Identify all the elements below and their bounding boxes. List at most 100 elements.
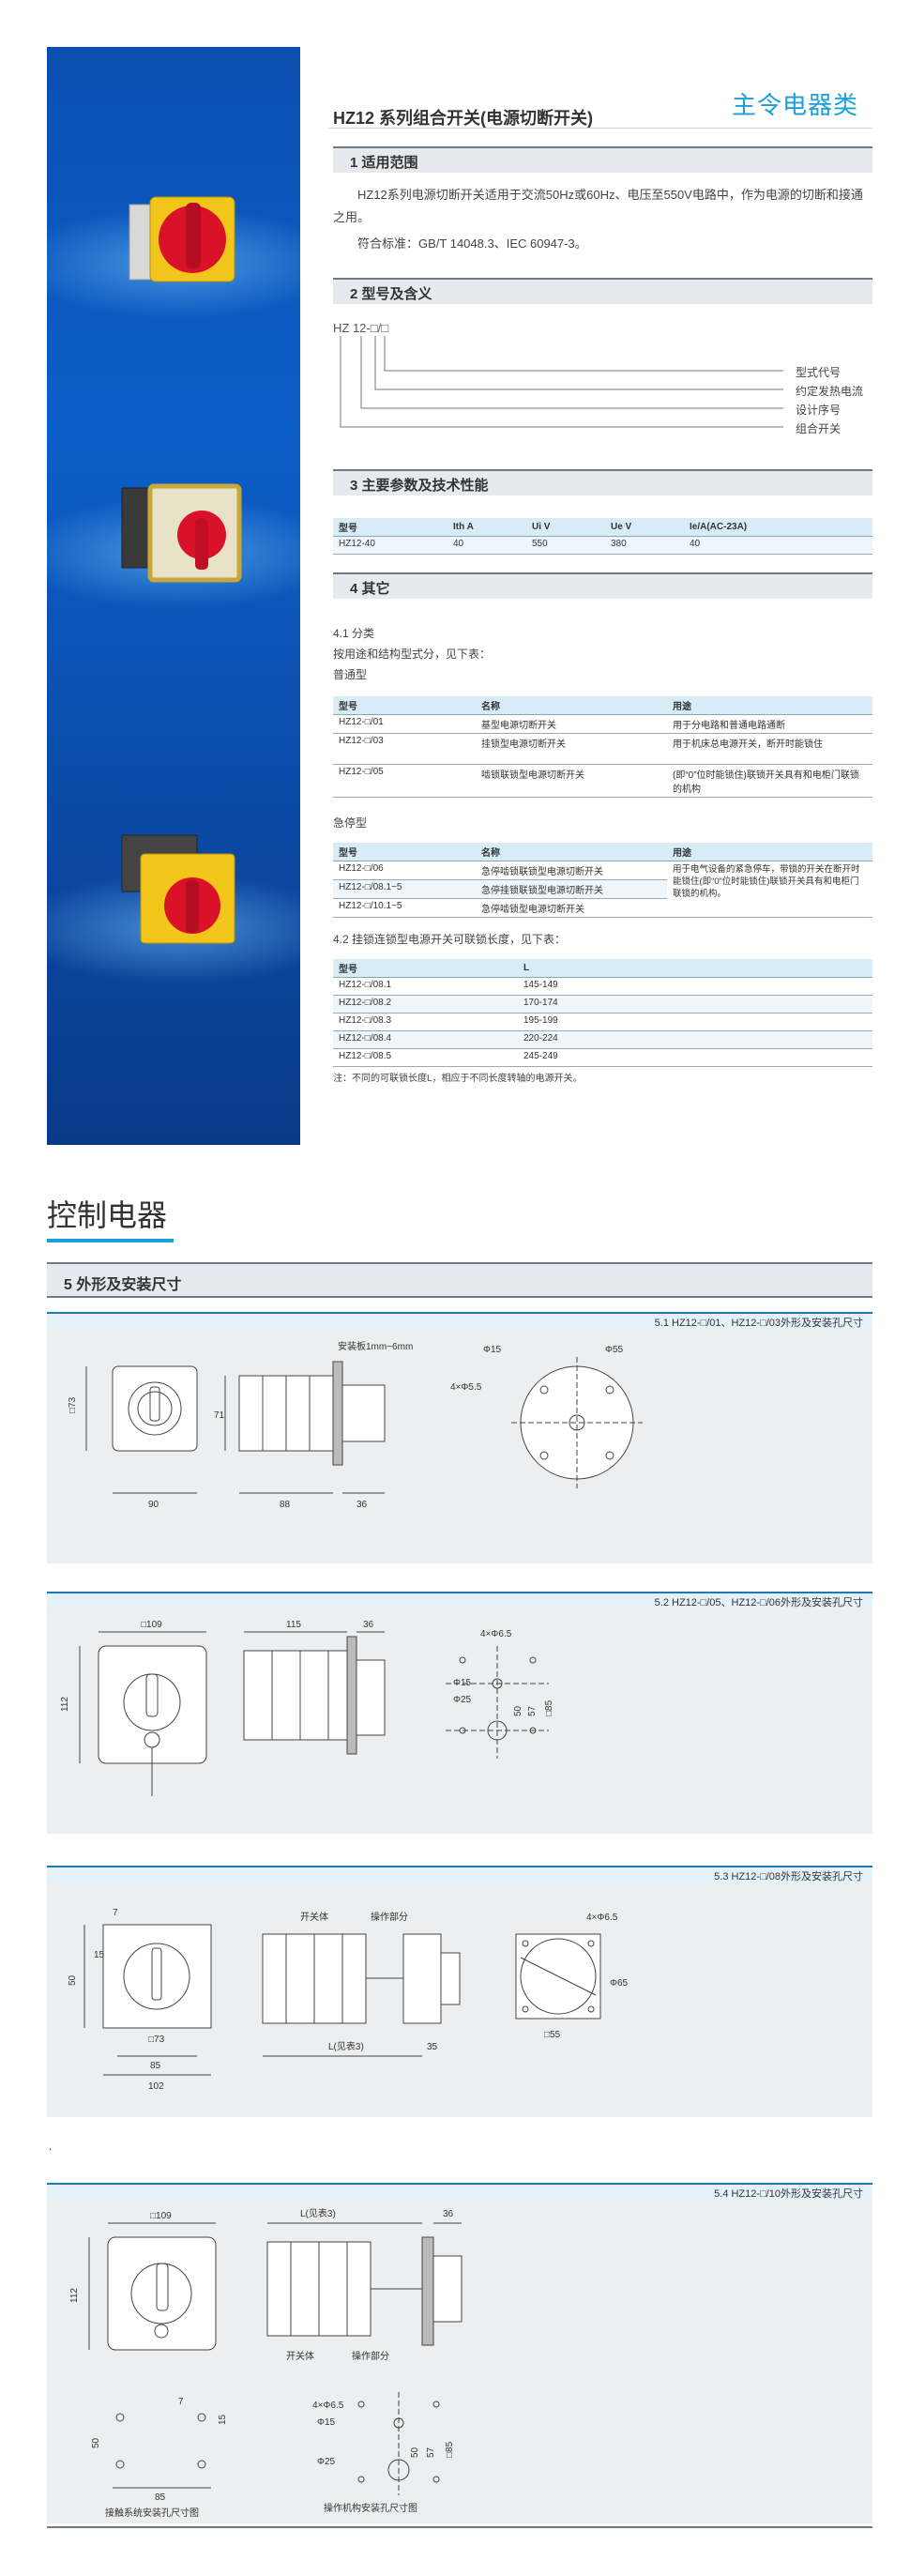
code-label-2: 约定发热电流 [796,385,864,398]
dim-f4-d50: 50 [91,2437,101,2448]
normal-type-table: 型号 名称 用途 HZ12-□/01 基型电源切断开关 用于分电路和普通电路通断… [333,696,872,798]
t2-cell: HZ12-□/10.1~5 [333,898,476,918]
section-5-title: 5 外形及安装尺寸 [64,1277,182,1293]
dim-f4-holes: 4×Φ6.5 [312,2401,344,2411]
dim-f1-phi55: Φ55 [605,1345,624,1355]
params-th-1: Ith A [447,518,526,537]
dim-f2-holes: 4×Φ6.5 [480,1629,512,1639]
dim-f3-sq55: □55 [544,2030,561,2040]
product-image-2 [121,483,242,583]
t2-cell: HZ12-□/08.1~5 [333,879,476,899]
dim-f2-sq85: □85 [544,1700,554,1716]
dim-f4-sq85: □85 [445,2441,455,2458]
table-row: HZ12-□/10.1~5 急停啮锁型电源切断开关 [333,898,872,918]
dim-f2-d50: 50 [513,1705,523,1716]
t1-cell: HZ12-□/03 [333,733,476,765]
model-code: HZ 12-□/□ [333,321,389,335]
figure-5-3-body: 7 50 15 □73 85 102 开关体 操作部分 L(见表3) 35 4×… [47,1882,872,2117]
dim-f1-h71: 71 [214,1410,225,1421]
dim-f3-switch: 开关体 [300,1911,328,1923]
emergency-type-table: 型号 名称 用途 HZ12-□/06 急停啮锁联锁型电源切断开关 用于电气设备的… [333,843,872,918]
t2-cell: 急停挂锁联锁型电源切断开关 [476,879,667,899]
dim-f4-L: L(见表3) [300,2207,336,2219]
product-image-1 [129,196,235,282]
dim-f1-phi15: Φ15 [483,1345,502,1355]
product-image-3 [121,834,235,944]
dim-f3-L: L(见表3) [328,2040,364,2052]
figure-5-2-body: □109 112 115 36 4×Φ6.5 Φ15 Φ25 50 57 □85 [47,1608,872,1834]
params-td-3: 380 [605,536,684,555]
t3-cell: 195-199 [518,1013,872,1031]
dim-f4-d57: 57 [426,2446,436,2458]
params-th-2: Ui V [526,518,605,537]
params-td-4: 40 [684,536,872,555]
header-divider [328,128,872,129]
t2-usage: 用于电气设备的紧急停车，带锁的开关在断开时能锁住(即“0”位时能锁住)联锁开关具… [667,861,872,918]
dim-f4-phi15: Φ15 [317,2417,336,2428]
dim-f3-phi65: Φ65 [610,1978,629,1989]
section-4-header: 4 其它 [333,572,872,599]
sub-4-2: 4.2 挂锁连锁型电源开关可联锁长度，见下表： [333,933,567,946]
section-1-title: 1 适用范围 [350,155,418,171]
t2-th-1: 名称 [476,843,667,861]
dim-f2-phi15: Φ15 [453,1678,472,1688]
dim-f1-w90: 90 [148,1500,159,1510]
control-title-underline [47,1239,174,1242]
stray-dot: . [49,2140,53,2153]
section-5-header: 5 外形及安装尺寸 [47,1262,872,1298]
dim-f2-sq: □109 [141,1620,162,1630]
params-th-4: Ie/A(AC-23A) [684,518,872,537]
figure-5-4-title: 5.4 HZ12-□/10外形及安装孔尺寸 [714,2188,863,2200]
dim-f2-w115: 115 [286,1620,301,1630]
control-title: 控制电器 [47,1198,168,1232]
t3-th-0: 型号 [333,959,518,978]
t3-cell: 245-249 [518,1048,872,1067]
table-note: 注：不同的可联锁长度L，相应于不同长度转轴的电源开关。 [333,1074,583,1084]
t1-th-2: 用途 [667,696,872,715]
dim-f4-d50b: 50 [410,2446,420,2458]
section-3-title: 3 主要参数及技术性能 [350,478,489,494]
t1-cell: HZ12-□/01 [333,714,476,734]
params-table: 型号 Ith A Ui V Ue V Ie/A(AC-23A) HZ12-40 … [333,518,872,555]
t1-cell: (即“0”位时能锁住)联锁开关具有和电柜门联锁的机构 [667,764,872,798]
t1-th-0: 型号 [333,696,476,715]
dim-f2-w36: 36 [363,1620,374,1630]
dim-f4-d15: 15 [218,2414,228,2425]
t3-cell: HZ12-□/08.5 [333,1048,518,1067]
dim-f3-d7: 7 [113,1908,118,1918]
dim-f4-d7: 7 [178,2397,184,2407]
normal-type-label: 普通型 [333,668,368,681]
table-row: HZ12-□/01 基型电源切断开关 用于分电路和普通电路通断 [333,714,872,734]
dim-f4-d36: 36 [443,2209,454,2219]
t2-th-2: 用途 [667,843,872,861]
caption-f4-2: 操作机构安装孔尺寸图 [324,2502,417,2514]
figure-5-3-title: 5.3 HZ12-□/08外形及安装孔尺寸 [714,1871,863,1882]
dim-f3-d50: 50 [68,1974,78,1986]
product-panel [47,47,300,1145]
section-2-header: 2 型号及含义 [333,278,872,304]
sub-4-1-desc: 按用途和结构型式分，见下表： [333,648,492,661]
table-row: HZ12-40 40 550 380 40 [333,536,872,555]
t3-cell: HZ12-□/08.4 [333,1030,518,1049]
t3-cell: HZ12-□/08.3 [333,1013,518,1031]
params-th-3: Ue V [605,518,684,537]
section-2-title: 2 型号及含义 [350,286,432,302]
figure-5-1-title: 5.1 HZ12-□/01、HZ12-□/03外形及安装孔尺寸 [654,1318,863,1329]
dim-f1-mount: 安装板1mm~6mm [338,1340,413,1352]
dim-f2-h112: 112 [60,1697,70,1712]
dim-f4-switch: 开关体 [286,2350,314,2362]
section-4-title: 4 其它 [350,581,390,597]
figure-5-2-drawing: □109 112 115 36 4×Φ6.5 Φ15 Φ25 50 57 □85 [60,1620,554,1796]
figure-5-1-drawing: □73 90 71 88 36 安装板1mm~6mm Φ15 Φ55 4×Φ5.… [68,1340,643,1510]
section-3-header: 3 主要参数及技术性能 [333,469,872,495]
figure-5-3-drawing: 7 50 15 □73 85 102 开关体 操作部分 L(见表3) 35 4×… [68,1908,629,2092]
figure-5-1-header: 5.1 HZ12-□/01、HZ12-□/03外形及安装孔尺寸 [47,1312,872,1329]
section-1-header: 1 适用范围 [333,146,872,173]
table-row: HZ12-□/06 急停啮锁联锁型电源切断开关 用于电气设备的紧急停车，带锁的开… [333,861,872,918]
dim-f3-holes: 4×Φ6.5 [586,1913,618,1923]
table-row: HZ12-□/03 挂锁型电源切断开关 用于机床总电源开关，断开时能锁住 [333,733,872,765]
table-row: HZ12-□/08.1~5 急停挂锁联锁型电源切断开关 [333,879,872,899]
params-td-0: HZ12-40 [333,536,447,555]
